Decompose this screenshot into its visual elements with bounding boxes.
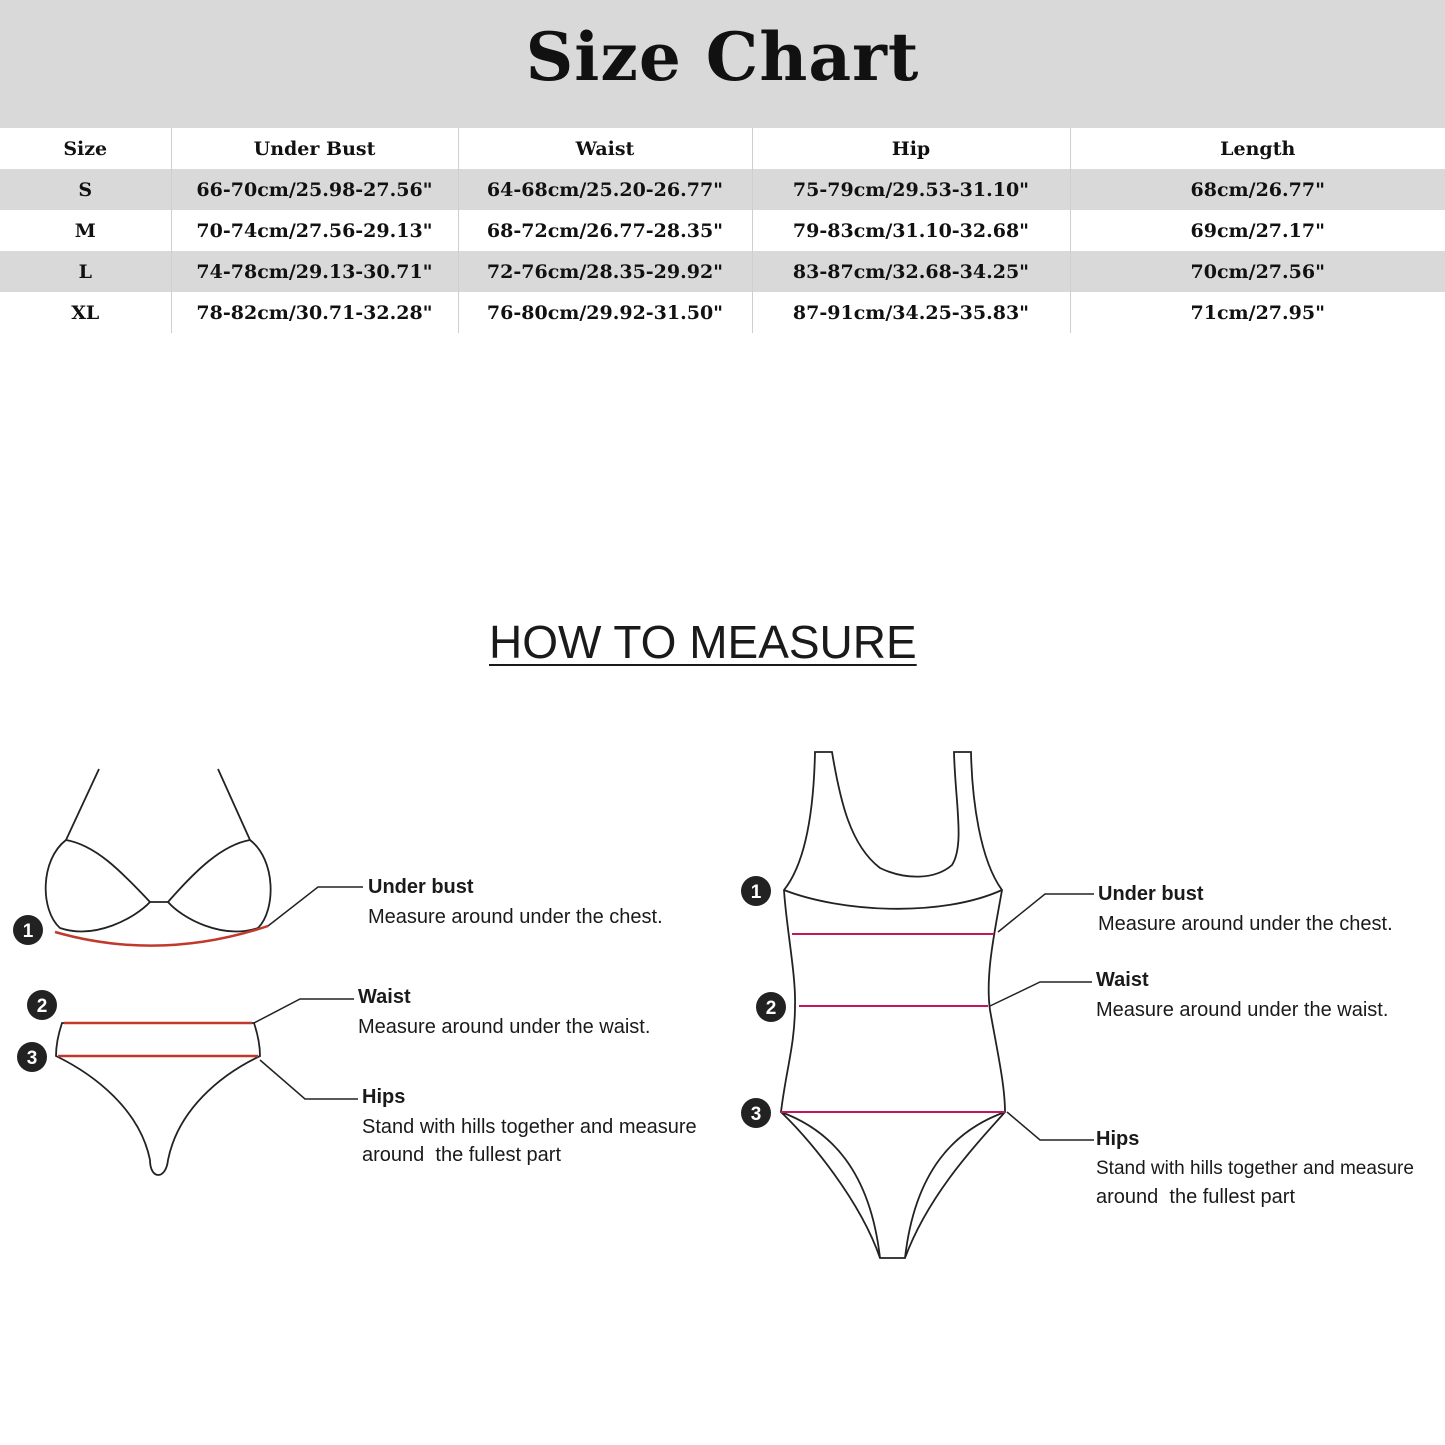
header-size: Size [0,128,171,169]
cell-waist: 72-76cm/28.35-29.92" [457,251,752,292]
svg-text:2: 2 [37,996,48,1017]
bikini-under-bust-label: Under bust [368,876,474,898]
one-piece-waist-label: Waist [1096,969,1149,991]
table-row: XL 78-82cm/30.71-32.28" 76-80cm/29.92-31… [0,292,1445,333]
one-piece-under-bust-leader [997,893,1094,933]
bikini-under-bust-leader [267,886,363,927]
one-piece-under-bust-desc: Measure around under the chest. [1098,913,1393,935]
header-length: Length [1069,128,1445,169]
bikini-hips-leader [259,1059,358,1100]
table-header-row: Size Under Bust Waist Hip Length [0,128,1445,169]
header-waist: Waist [457,128,752,169]
cell-waist: 68-72cm/26.77-28.35" [457,210,752,251]
bikini-hips-desc-line1: Stand with hills together and measure [362,1116,697,1138]
how-to-measure-title: HOW TO MEASURE [489,616,917,668]
bikini-waist-leader [253,998,354,1024]
cell-hip: 83-87cm/32.68-34.25" [751,251,1070,292]
one-piece-badge-1: 1 [741,876,771,906]
size-table: Size Under Bust Waist Hip Length S 66-70… [0,128,1445,333]
cell-size: XL [0,292,171,333]
table-row: S 66-70cm/25.98-27.56" 64-68cm/25.20-26.… [0,169,1445,210]
table-row: L 74-78cm/29.13-30.71" 72-76cm/28.35-29.… [0,251,1445,292]
one-piece-hips-desc-line1: Stand with hills together and measure [1096,1158,1414,1179]
bikini-hips-desc-line2: around the fullest part [362,1144,562,1166]
bikini-waist-label: Waist [358,986,411,1008]
cell-length: 70cm/27.56" [1069,251,1445,292]
cell-under-bust: 66-70cm/25.98-27.56" [170,169,458,210]
one-piece-waist-desc: Measure around under the waist. [1096,999,1389,1021]
bikini-badge-3: 3 [17,1042,47,1072]
cell-length: 68cm/26.77" [1069,169,1445,210]
cell-waist: 76-80cm/29.92-31.50" [457,292,752,333]
svg-text:1: 1 [751,882,762,903]
cell-hip: 87-91cm/34.25-35.83" [751,292,1070,333]
cell-under-bust: 70-74cm/27.56-29.13" [170,210,458,251]
bikini-waist-desc: Measure around under the waist. [358,1016,651,1038]
cell-hip: 75-79cm/29.53-31.10" [751,169,1070,210]
one-piece-hips-leader [1006,1111,1094,1141]
cell-size: L [0,251,171,292]
bikini-bottom-illustration [55,1022,261,1176]
table-row: M 70-74cm/27.56-29.13" 68-72cm/26.77-28.… [0,210,1445,251]
one-piece-badge-2: 2 [756,992,786,1022]
cell-under-bust: 74-78cm/29.13-30.71" [170,251,458,292]
svg-text:2: 2 [766,998,777,1019]
bikini-hips-label: Hips [362,1086,406,1108]
cell-size: S [0,169,171,210]
title-band [0,0,1445,128]
cell-hip: 79-83cm/31.10-32.68" [751,210,1070,251]
cell-under-bust: 78-82cm/30.71-32.28" [170,292,458,333]
svg-text:3: 3 [27,1048,38,1069]
cell-waist: 64-68cm/25.20-26.77" [457,169,752,210]
cell-length: 71cm/27.95" [1069,292,1445,333]
bikini-badge-2: 2 [27,990,57,1020]
bikini-top-illustration [44,768,272,933]
header-hip: Hip [751,128,1070,169]
one-piece-illustration [780,751,1006,1259]
one-piece-badge-3: 3 [741,1098,771,1128]
one-piece-hips-label: Hips [1096,1128,1140,1150]
bikini-under-bust-desc: Measure around under the chest. [368,906,663,928]
one-piece-hips-desc-line2: around the fullest part [1096,1186,1296,1208]
one-piece-waist-leader [989,981,1092,1007]
cell-size: M [0,210,171,251]
bikini-badge-1: 1 [13,915,43,945]
one-piece-under-bust-label: Under bust [1098,883,1204,905]
page-title: Size Chart [525,18,920,96]
svg-text:3: 3 [751,1104,762,1125]
svg-text:1: 1 [23,921,34,942]
header-under-bust: Under Bust [170,128,458,169]
bikini-under-bust-line [54,924,269,947]
cell-length: 69cm/27.17" [1069,210,1445,251]
